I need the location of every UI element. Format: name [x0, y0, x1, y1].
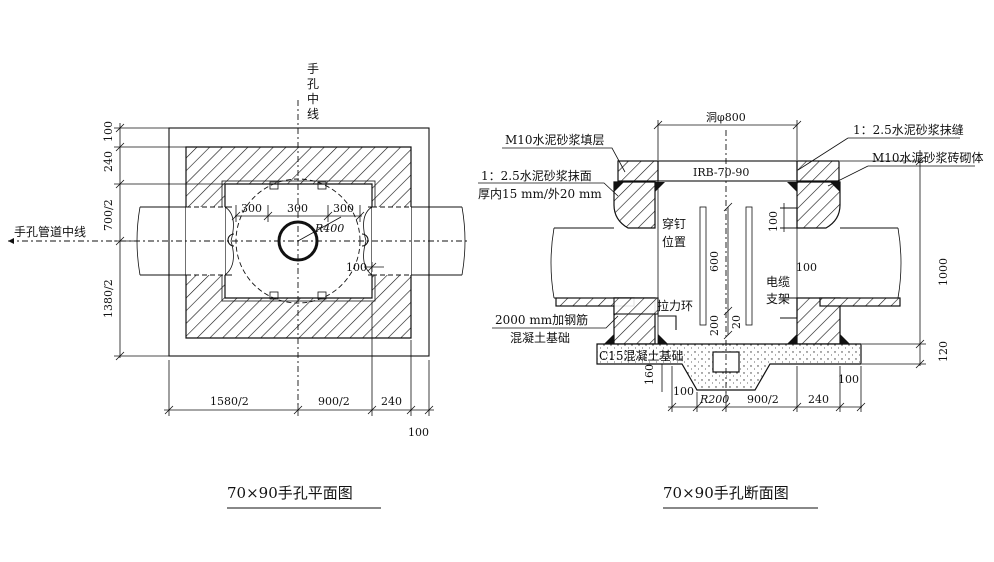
dim-120: 120	[937, 341, 950, 362]
dim-left-1380-2: 1380/2	[102, 279, 115, 318]
section-leaders: M10水泥砂浆填层 1：2.5水泥砂浆抹面 厚内15 mm/外20 mm 1：2…	[478, 122, 984, 363]
label-fill-layer: M10水泥砂浆填层	[505, 132, 605, 147]
dim-left-700-2: 700/2	[102, 199, 115, 231]
dim-bottom-1580-2: 1580/2	[210, 395, 249, 408]
centerline-label-4: 线	[307, 107, 319, 121]
label-c15: C15混凝土基础	[599, 348, 683, 363]
label-joint: 1：2.5水泥砂浆抹缝	[853, 122, 964, 137]
plan-inner-dimensions: 300 300 300 R400 100	[231, 202, 384, 274]
gap-label: 100	[346, 261, 367, 274]
dim-inner-300-a: 300	[241, 202, 262, 215]
label-brick: M10水泥砂浆砖砌体	[872, 150, 984, 165]
label-concrete-base: 混凝土基础	[510, 330, 570, 345]
label-nail-1: 穿钉	[662, 216, 686, 231]
label-plaster: 1：2.5水泥砂浆抹面	[481, 168, 592, 183]
dim-left-100: 100	[102, 121, 115, 142]
label-rebar: 2000 mm加钢筋	[495, 312, 588, 327]
dim-160: 160	[643, 364, 656, 385]
section-view: IRB-70-90 洞φ800	[478, 111, 984, 509]
label-bracket-2: 支架	[766, 292, 790, 306]
dim-600: 600	[708, 251, 721, 272]
plan-title: 70×90手孔平面图	[227, 484, 353, 502]
dim-bottom-100: 100	[408, 426, 429, 439]
dim-inner-300-b: 300	[287, 202, 308, 215]
radius-label: R400	[314, 222, 344, 235]
plan-foundation-outline	[168, 127, 430, 357]
plan-bottom-dimensions: 1580/2 900/2 240 100	[164, 302, 434, 439]
dim-bottom-240: 240	[381, 395, 402, 408]
dim-100-base: 100	[673, 385, 694, 398]
plan-view: 手 孔 中 线 手孔管道中线 100 240 700/2 1380/2 1580…	[8, 62, 470, 509]
label-pull-ring: 拉力环	[657, 298, 693, 313]
dim-200: 200	[708, 315, 721, 336]
plan-left-dimensions: 100 240 700/2 1380/2	[102, 121, 226, 361]
pipe-axis-label: 手孔管道中线	[14, 224, 86, 239]
dim-100-top: 100	[767, 211, 780, 232]
dim-100-right: 100	[838, 373, 859, 386]
section-top-slab-left	[617, 160, 659, 182]
centerline-label-3: 中	[307, 91, 319, 106]
section-top-slab-right	[796, 160, 840, 182]
dim-240: 240	[808, 393, 829, 406]
dim-inner-300-c: 300	[333, 202, 354, 215]
dim-100-mid: 100	[796, 261, 817, 274]
dim-bottom-900-2: 900/2	[318, 395, 350, 408]
dim-20: 20	[730, 315, 743, 329]
section-cover	[657, 160, 798, 182]
hole-label: 洞φ800	[706, 111, 746, 124]
centerline-label-2: 孔	[307, 77, 319, 91]
label-bracket-1: 电缆	[766, 275, 790, 289]
centerline-label-1: 手	[307, 62, 319, 76]
dim-left-240: 240	[102, 151, 115, 172]
label-plaster-thickness: 厚内15 mm/外20 mm	[478, 187, 602, 201]
dim-900-2: 900/2	[747, 393, 779, 406]
label-nail-2: 位置	[662, 234, 686, 249]
section-title: 70×90手孔断面图	[663, 484, 789, 502]
cover-label: IRB-70-90	[693, 166, 749, 179]
dim-1000: 1000	[937, 258, 950, 286]
dim-r200: R200	[699, 393, 729, 406]
